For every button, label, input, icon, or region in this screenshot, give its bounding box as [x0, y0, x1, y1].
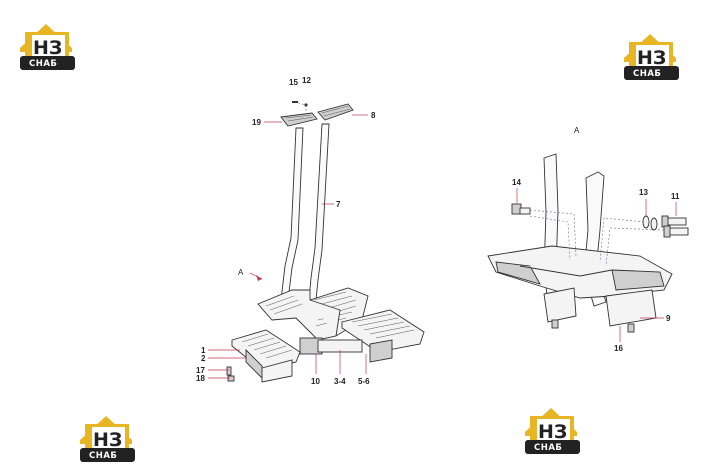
- pedal-left: [231, 329, 301, 383]
- logo-bottom-left: НЗ СНАБ: [80, 416, 135, 462]
- callout-8: 8: [371, 111, 376, 120]
- view-arrow-label: A: [238, 268, 244, 277]
- callout-11: 11: [671, 192, 680, 201]
- logo-mark: НЗ: [637, 47, 666, 69]
- logo-mark: НЗ: [93, 429, 122, 451]
- logo-sub: СНАБ: [534, 443, 562, 453]
- nut-18: [227, 375, 235, 382]
- callout-15: 15: [289, 78, 298, 87]
- detail-view-title: A: [574, 126, 580, 135]
- fastener-14: [511, 203, 531, 215]
- grip-right: [317, 103, 354, 121]
- callout-10: 10: [311, 377, 320, 386]
- bolt-11: [661, 215, 689, 238]
- pedal-right: [341, 309, 425, 363]
- pedal-assembly-main: A 1 2 17 18 19 15 12 8 7 10 3-4 5-6: [196, 76, 425, 386]
- pedal-platform-center: [257, 287, 369, 341]
- callout-1: 1: [201, 346, 206, 355]
- lever-right: [308, 123, 330, 301]
- callout-3-4: 3-4: [334, 377, 346, 386]
- callout-14: 14: [512, 178, 521, 187]
- callout-9: 9: [666, 314, 671, 323]
- lever-left: [280, 127, 304, 301]
- logo-mark: НЗ: [538, 421, 567, 443]
- callout-19: 19: [252, 118, 261, 127]
- grip-left: [280, 112, 318, 127]
- callout-5-6: 5-6: [358, 377, 370, 386]
- logo-bottom-right: НЗ СНАБ: [525, 408, 580, 454]
- bolt-17: [226, 366, 232, 376]
- logo-sub: СНАБ: [29, 59, 57, 69]
- washer-13: [642, 215, 658, 231]
- logo-top-right: НЗ СНАБ: [624, 34, 679, 80]
- callout-13: 13: [639, 188, 648, 197]
- callout-17: 17: [196, 366, 205, 375]
- logo-sub: СНАБ: [633, 69, 661, 79]
- callout-2: 2: [201, 354, 206, 363]
- logo-top-left: НЗ СНАБ: [20, 24, 75, 70]
- pin-15: [292, 101, 298, 103]
- detail-view-a: A: [487, 126, 689, 353]
- callout-12: 12: [302, 76, 311, 85]
- callout-16: 16: [614, 344, 623, 353]
- callout-7: 7: [336, 200, 341, 209]
- logo-sub: СНАБ: [89, 451, 117, 461]
- callout-18: 18: [196, 374, 205, 383]
- logo-mark: НЗ: [33, 37, 62, 59]
